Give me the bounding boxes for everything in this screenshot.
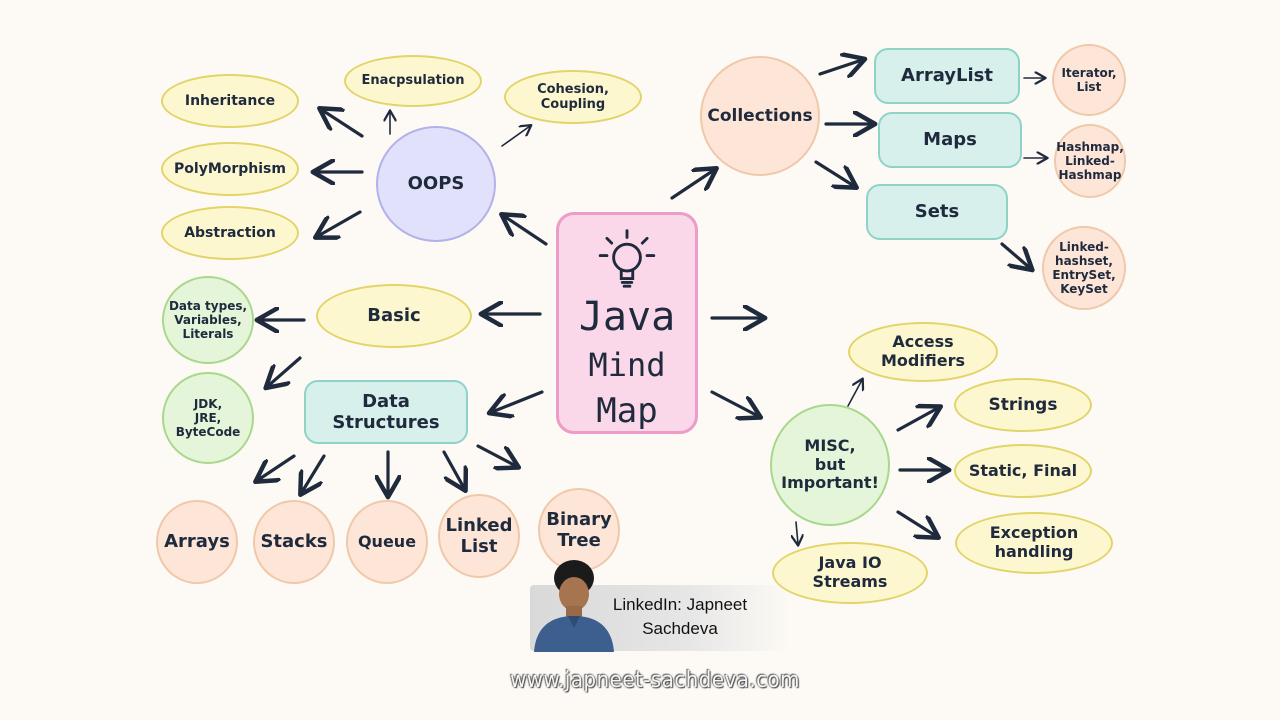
node-arrays: Arrays: [156, 500, 238, 584]
arrow-center-to-oops: [504, 216, 548, 246]
arrow-misc-to-exception: [896, 510, 936, 536]
arrow-center-to-misc: [710, 390, 758, 416]
node-data-structures: Data Structures: [304, 380, 468, 444]
node-polymorphism: PolyMorphism: [161, 142, 299, 196]
node-oops: OOPS: [376, 126, 496, 242]
node-collections: Collections: [700, 56, 820, 176]
arrow-collections-to-arraylist: [818, 60, 862, 74]
node-static-final: Static, Final: [954, 444, 1092, 498]
node-misc: MISC, but Important!: [770, 404, 890, 526]
center-node: Java Mind Map: [556, 212, 698, 434]
arrow-center-to-datastructures: [492, 390, 544, 412]
arrow-ds-to-arrays: [258, 454, 296, 480]
arrow-collections-to-sets: [814, 160, 854, 186]
author-card-text: LinkedIn: Japneet Sachdeva: [612, 595, 748, 638]
node-cohesion-coupling: Cohesion, Coupling: [504, 70, 642, 124]
lightbulb-icon: [598, 229, 656, 288]
node-sets: Sets: [866, 184, 1008, 240]
node-encapsulation: Enacpsulation: [344, 55, 482, 107]
arrow-center-to-collections: [670, 170, 714, 200]
node-queue: Queue: [346, 500, 428, 584]
arrow-misc-to-strings: [896, 408, 938, 432]
arrow-oops-to-inheritance: [322, 110, 364, 138]
arrow-ds-to-stacks: [302, 454, 326, 492]
node-stacks: Stacks: [253, 500, 335, 584]
arrow-oops-to-abstraction: [318, 210, 362, 236]
node-basic: Basic: [316, 284, 472, 348]
node-binary-tree: Binary Tree: [538, 488, 620, 572]
arrow-basic-to-jdk: [268, 356, 302, 386]
node-java-io: Java IO Streams: [772, 542, 928, 604]
node-inheritance: Inheritance: [161, 74, 299, 128]
node-jdk: JDK, JRE, ByteCode: [162, 372, 254, 464]
center-title-line-1: Java: [578, 293, 676, 340]
arrow-sets-to-linkedhashset: [1000, 242, 1030, 268]
author-avatar: [534, 560, 614, 652]
arrow-ds-to-linkedlist: [442, 450, 464, 488]
arrow-oops-to-cohesion: [501, 126, 530, 147]
node-linkedhashset: Linked- hashset, EntrySet, KeySet: [1042, 226, 1126, 310]
arrow-ds-to-binarytree: [476, 444, 516, 466]
node-iterator-list: Iterator, List: [1052, 44, 1126, 116]
center-title-line-3: Map: [596, 390, 658, 431]
node-arraylist: ArrayList: [874, 48, 1020, 104]
node-linked-list: Linked List: [438, 494, 520, 578]
node-data-types: Data types, Variables, Literals: [162, 276, 254, 364]
node-maps: Maps: [878, 112, 1022, 168]
node-strings: Strings: [954, 378, 1092, 432]
arrow-misc-to-access: [847, 380, 862, 407]
node-abstraction: Abstraction: [161, 206, 299, 260]
node-access-modifiers: Access Modifiers: [848, 322, 998, 382]
center-title-line-2: Mind: [588, 346, 666, 385]
node-exception-handling: Exception handling: [955, 512, 1113, 574]
website-watermark: www.japneet-sachdeva.com: [510, 668, 800, 693]
node-hashmap: Hashmap, Linked- Hashmap: [1054, 124, 1126, 198]
arrow-misc-to-javaio: [796, 521, 798, 544]
